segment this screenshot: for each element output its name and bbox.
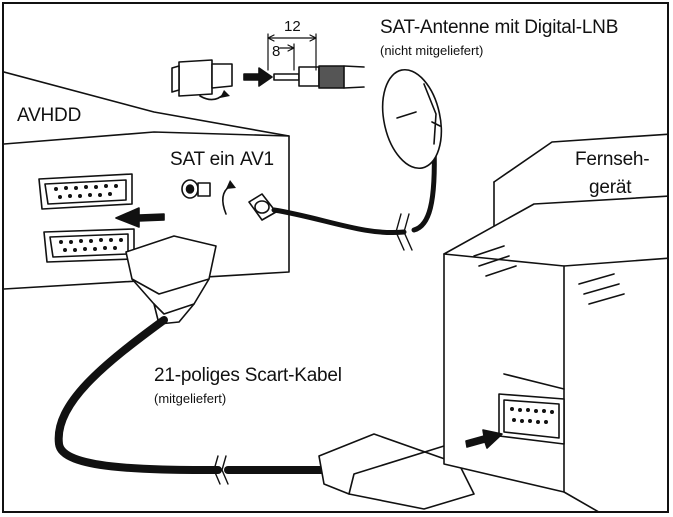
- stripped-cable: [273, 65, 365, 89]
- scart-cable: [54, 316, 222, 474]
- antenna-title: SAT-Antenne mit Digital-LNB: [380, 17, 619, 38]
- dimension-12: 12: [284, 18, 301, 35]
- av1-label: AV1: [240, 149, 274, 170]
- diagram-frame: AVHDD SAT ein AV1 SAT-Antenne mit Digita…: [2, 2, 669, 513]
- coax-connector-detail: [171, 59, 233, 101]
- device-label: AVHDD: [17, 105, 82, 126]
- cable-title: 21-poliges Scart-Kabel: [154, 365, 342, 386]
- television: [443, 133, 667, 511]
- tv-scart-socket: [498, 393, 565, 445]
- scart-socket-upper: [38, 173, 133, 210]
- satellite-dish: [381, 68, 443, 170]
- insert-arrow-tv: [465, 429, 503, 449]
- f-plug: [248, 193, 277, 221]
- tv-label-line1: Fernseh-: [575, 149, 650, 170]
- dimension-lines: [267, 33, 317, 71]
- tv-label-line2: gerät: [589, 177, 632, 198]
- cable-note: (mitgeliefert): [154, 391, 227, 406]
- scart-socket-lower: [43, 228, 135, 263]
- insert-arrow-receiver: [115, 207, 165, 228]
- sat-in-socket: [181, 179, 211, 199]
- scart-plug-receiver: [125, 235, 217, 325]
- antenna-cable: [271, 207, 407, 236]
- arrow-right-icon: [243, 67, 273, 87]
- antenna-note: (nicht mitgeliefert): [380, 43, 484, 58]
- scart-plug-tv: [318, 433, 475, 510]
- connection-illustration: [4, 33, 667, 511]
- dimension-8: 8: [272, 43, 281, 60]
- sat-in-label: SAT ein: [170, 149, 235, 170]
